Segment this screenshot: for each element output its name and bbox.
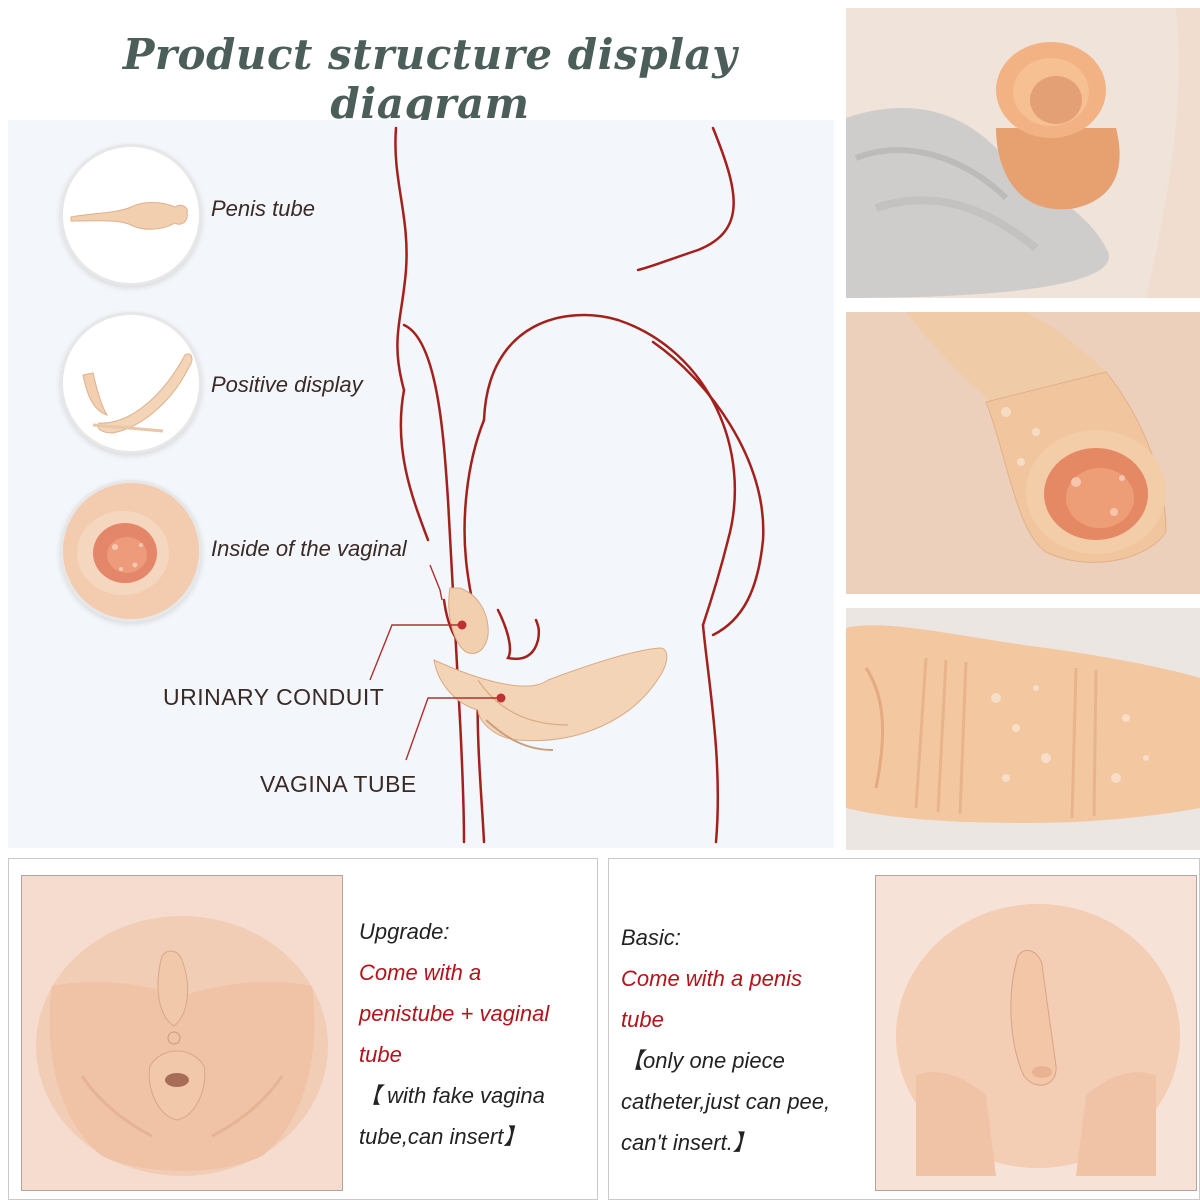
upgrade-feature-line: penistube + vaginal: [359, 1001, 550, 1026]
vagina-tube-label: VAGINA TUBE: [260, 771, 417, 797]
structure-diagram: Penis tube Positive display Inside of th…: [8, 120, 834, 848]
upgrade-product-photo: [21, 875, 343, 1191]
urinary-conduit-label: URINARY CONDUIT: [163, 684, 385, 710]
basic-product-photo: [875, 875, 1197, 1191]
page-title: Product structure display diagram: [122, 30, 738, 128]
basic-feature-line: Come with a penis: [621, 966, 802, 991]
photo-tube-opening-with-glove: [846, 8, 1200, 298]
upgrade-heading: Upgrade:: [359, 919, 450, 944]
basic-heading: Basic:: [621, 925, 681, 950]
basic-feature-line: tube: [621, 1007, 664, 1032]
photo-tube-inner-texture: [846, 312, 1200, 594]
upgrade-note-line: 【 with fake vagina: [359, 1083, 545, 1108]
basic-note-line: can't insert.】: [621, 1130, 755, 1155]
upgrade-feature-line: tube: [359, 1042, 402, 1067]
inside-vaginal-label: Inside of the vaginal: [211, 536, 407, 561]
basic-option-panel: Basic: Come with a penis tube 【only one …: [608, 858, 1200, 1200]
positive-display-label: Positive display: [211, 372, 363, 397]
penis-tube-label: Penis tube: [211, 196, 315, 221]
positive-display-thumbnail: [60, 312, 202, 454]
basic-note-line: 【only one piece: [621, 1048, 785, 1073]
basic-note-line: catheter,just can pee,: [621, 1089, 831, 1114]
vagina-tube-illustration: [433, 647, 668, 751]
urinary-conduit-illustration: [448, 587, 489, 654]
photo-textured-sleeve: [846, 608, 1200, 850]
upgrade-feature-line: Come with a: [359, 960, 482, 985]
penis-tube-thumbnail: [60, 144, 202, 286]
basic-description: Basic: Come with a penis tube 【only one …: [621, 917, 871, 1163]
body-outline-drawing: [369, 126, 765, 844]
upgrade-description: Upgrade: Come with a penistube + vaginal…: [359, 911, 595, 1157]
inside-vaginal-thumbnail: [60, 480, 202, 622]
upgrade-note-line: tube,can insert】: [359, 1124, 526, 1149]
upgrade-option-panel: Upgrade: Come with a penistube + vaginal…: [8, 858, 598, 1200]
